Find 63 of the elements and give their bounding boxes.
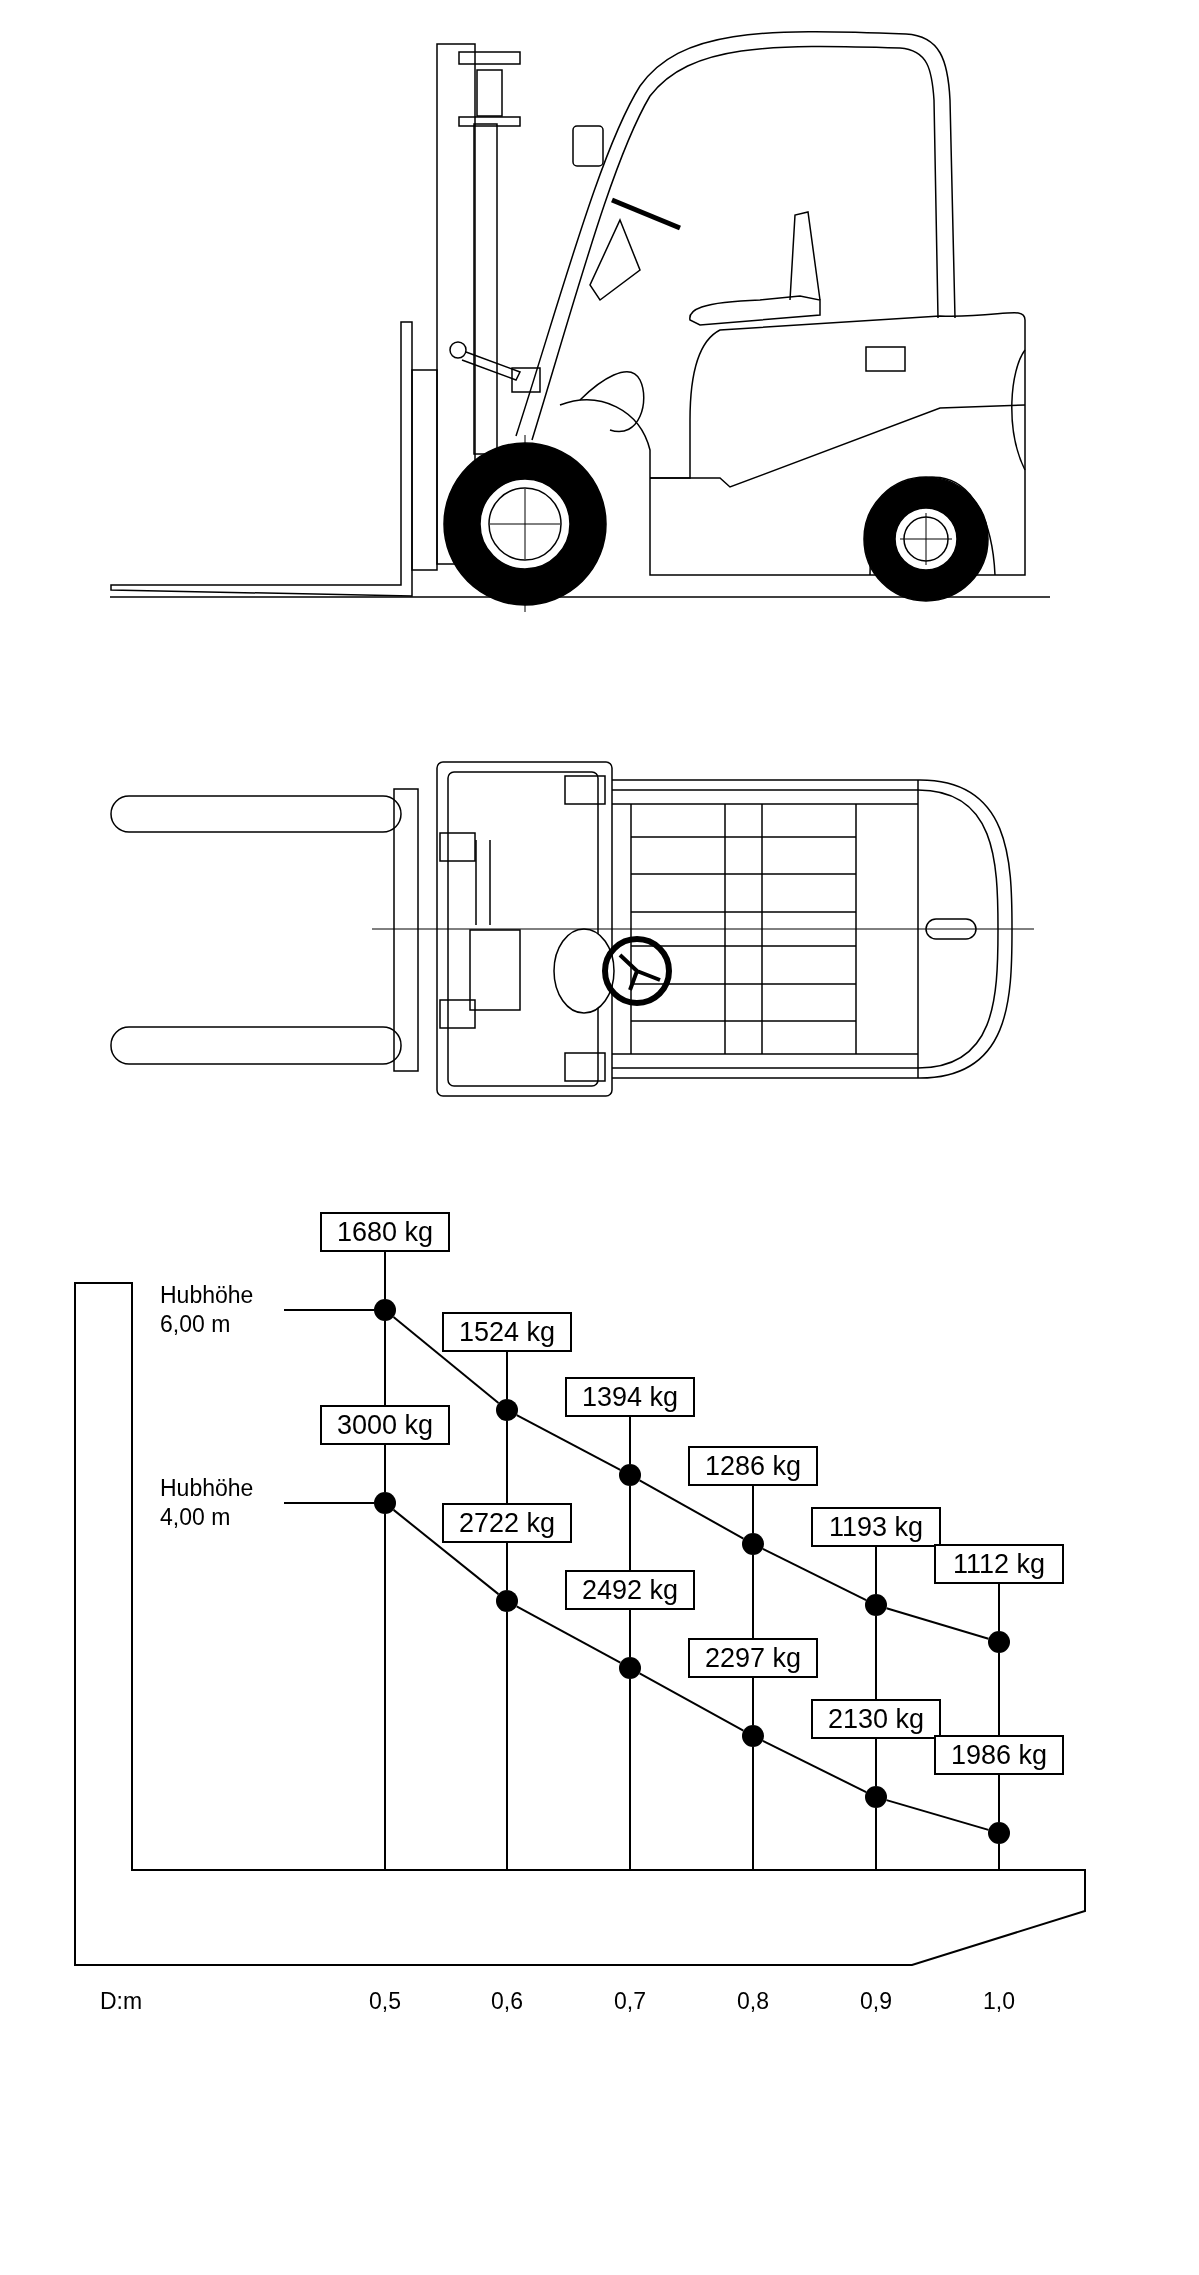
connector-line bbox=[998, 1774, 1000, 1823]
connector-line bbox=[283, 1309, 375, 1311]
x-tick-label: 0,8 bbox=[737, 1987, 769, 2016]
x-tick-label: 0,5 bbox=[369, 1987, 401, 2016]
connector-line bbox=[283, 1502, 375, 1504]
connector-line bbox=[875, 1738, 877, 1787]
x-tick-label: 0,9 bbox=[860, 1987, 892, 2016]
load-value-box: 1680 kg bbox=[320, 1212, 450, 1252]
data-point bbox=[742, 1725, 764, 1747]
connector-line bbox=[875, 1546, 877, 1595]
data-point bbox=[988, 1822, 1010, 1844]
connector-line bbox=[752, 1554, 754, 1639]
load-value-box: 1986 kg bbox=[934, 1735, 1064, 1775]
connector-line bbox=[752, 1677, 754, 1726]
load-value-box: 1394 kg bbox=[565, 1377, 695, 1417]
load-value-box: 2297 kg bbox=[688, 1638, 818, 1678]
data-point bbox=[865, 1786, 887, 1808]
load-value-box: 1286 kg bbox=[688, 1446, 818, 1486]
data-point bbox=[988, 1631, 1010, 1653]
connector-line bbox=[998, 1652, 1000, 1736]
connector-line bbox=[875, 1615, 877, 1700]
connector-line bbox=[392, 1508, 500, 1596]
x-tick-label: 0,7 bbox=[614, 1987, 646, 2016]
connector-line bbox=[392, 1315, 500, 1405]
lift-height-label: Hubhöhe 6,00 m bbox=[160, 1280, 284, 1340]
load-value-box: 2130 kg bbox=[811, 1699, 941, 1739]
load-value-box: 2722 kg bbox=[442, 1503, 572, 1543]
connector-line bbox=[752, 1485, 754, 1534]
load-value-box: 2492 kg bbox=[565, 1570, 695, 1610]
connector-line bbox=[629, 1485, 631, 1571]
x-tick-label: 1,0 bbox=[983, 1987, 1015, 2016]
connector-line bbox=[998, 1583, 1000, 1632]
load-value-box: 3000 kg bbox=[320, 1405, 450, 1445]
connector-line bbox=[506, 1420, 508, 1504]
connector-line bbox=[638, 1672, 745, 1732]
connector-line bbox=[506, 1351, 508, 1400]
connector-line bbox=[384, 1251, 386, 1300]
connector-line bbox=[384, 1444, 386, 1493]
data-point bbox=[865, 1594, 887, 1616]
connector-line bbox=[384, 1320, 386, 1406]
lift-height-label: Hubhöhe 4,00 m bbox=[160, 1473, 284, 1533]
data-point bbox=[619, 1464, 641, 1486]
connector-line bbox=[629, 1609, 631, 1658]
connector-line bbox=[515, 1605, 622, 1664]
connector-line bbox=[506, 1542, 508, 1591]
data-point bbox=[374, 1299, 396, 1321]
data-point bbox=[496, 1399, 518, 1421]
load-value-box: 1112 kg bbox=[934, 1544, 1064, 1584]
x-tick-label: 0,6 bbox=[491, 1987, 523, 2016]
data-point bbox=[374, 1492, 396, 1514]
connector-line bbox=[515, 1414, 622, 1471]
load-value-box: 1524 kg bbox=[442, 1312, 572, 1352]
connector-line bbox=[885, 1799, 990, 1831]
connector-line bbox=[761, 1547, 868, 1602]
data-point bbox=[619, 1657, 641, 1679]
data-point bbox=[496, 1590, 518, 1612]
axis-unit-label: D:m bbox=[100, 1987, 143, 2016]
connector-line bbox=[885, 1607, 990, 1640]
load-value-box: 1193 kg bbox=[811, 1507, 941, 1547]
connector-line bbox=[761, 1739, 868, 1794]
connector-line bbox=[629, 1416, 631, 1465]
data-point bbox=[742, 1533, 764, 1555]
connector-line bbox=[638, 1479, 745, 1540]
